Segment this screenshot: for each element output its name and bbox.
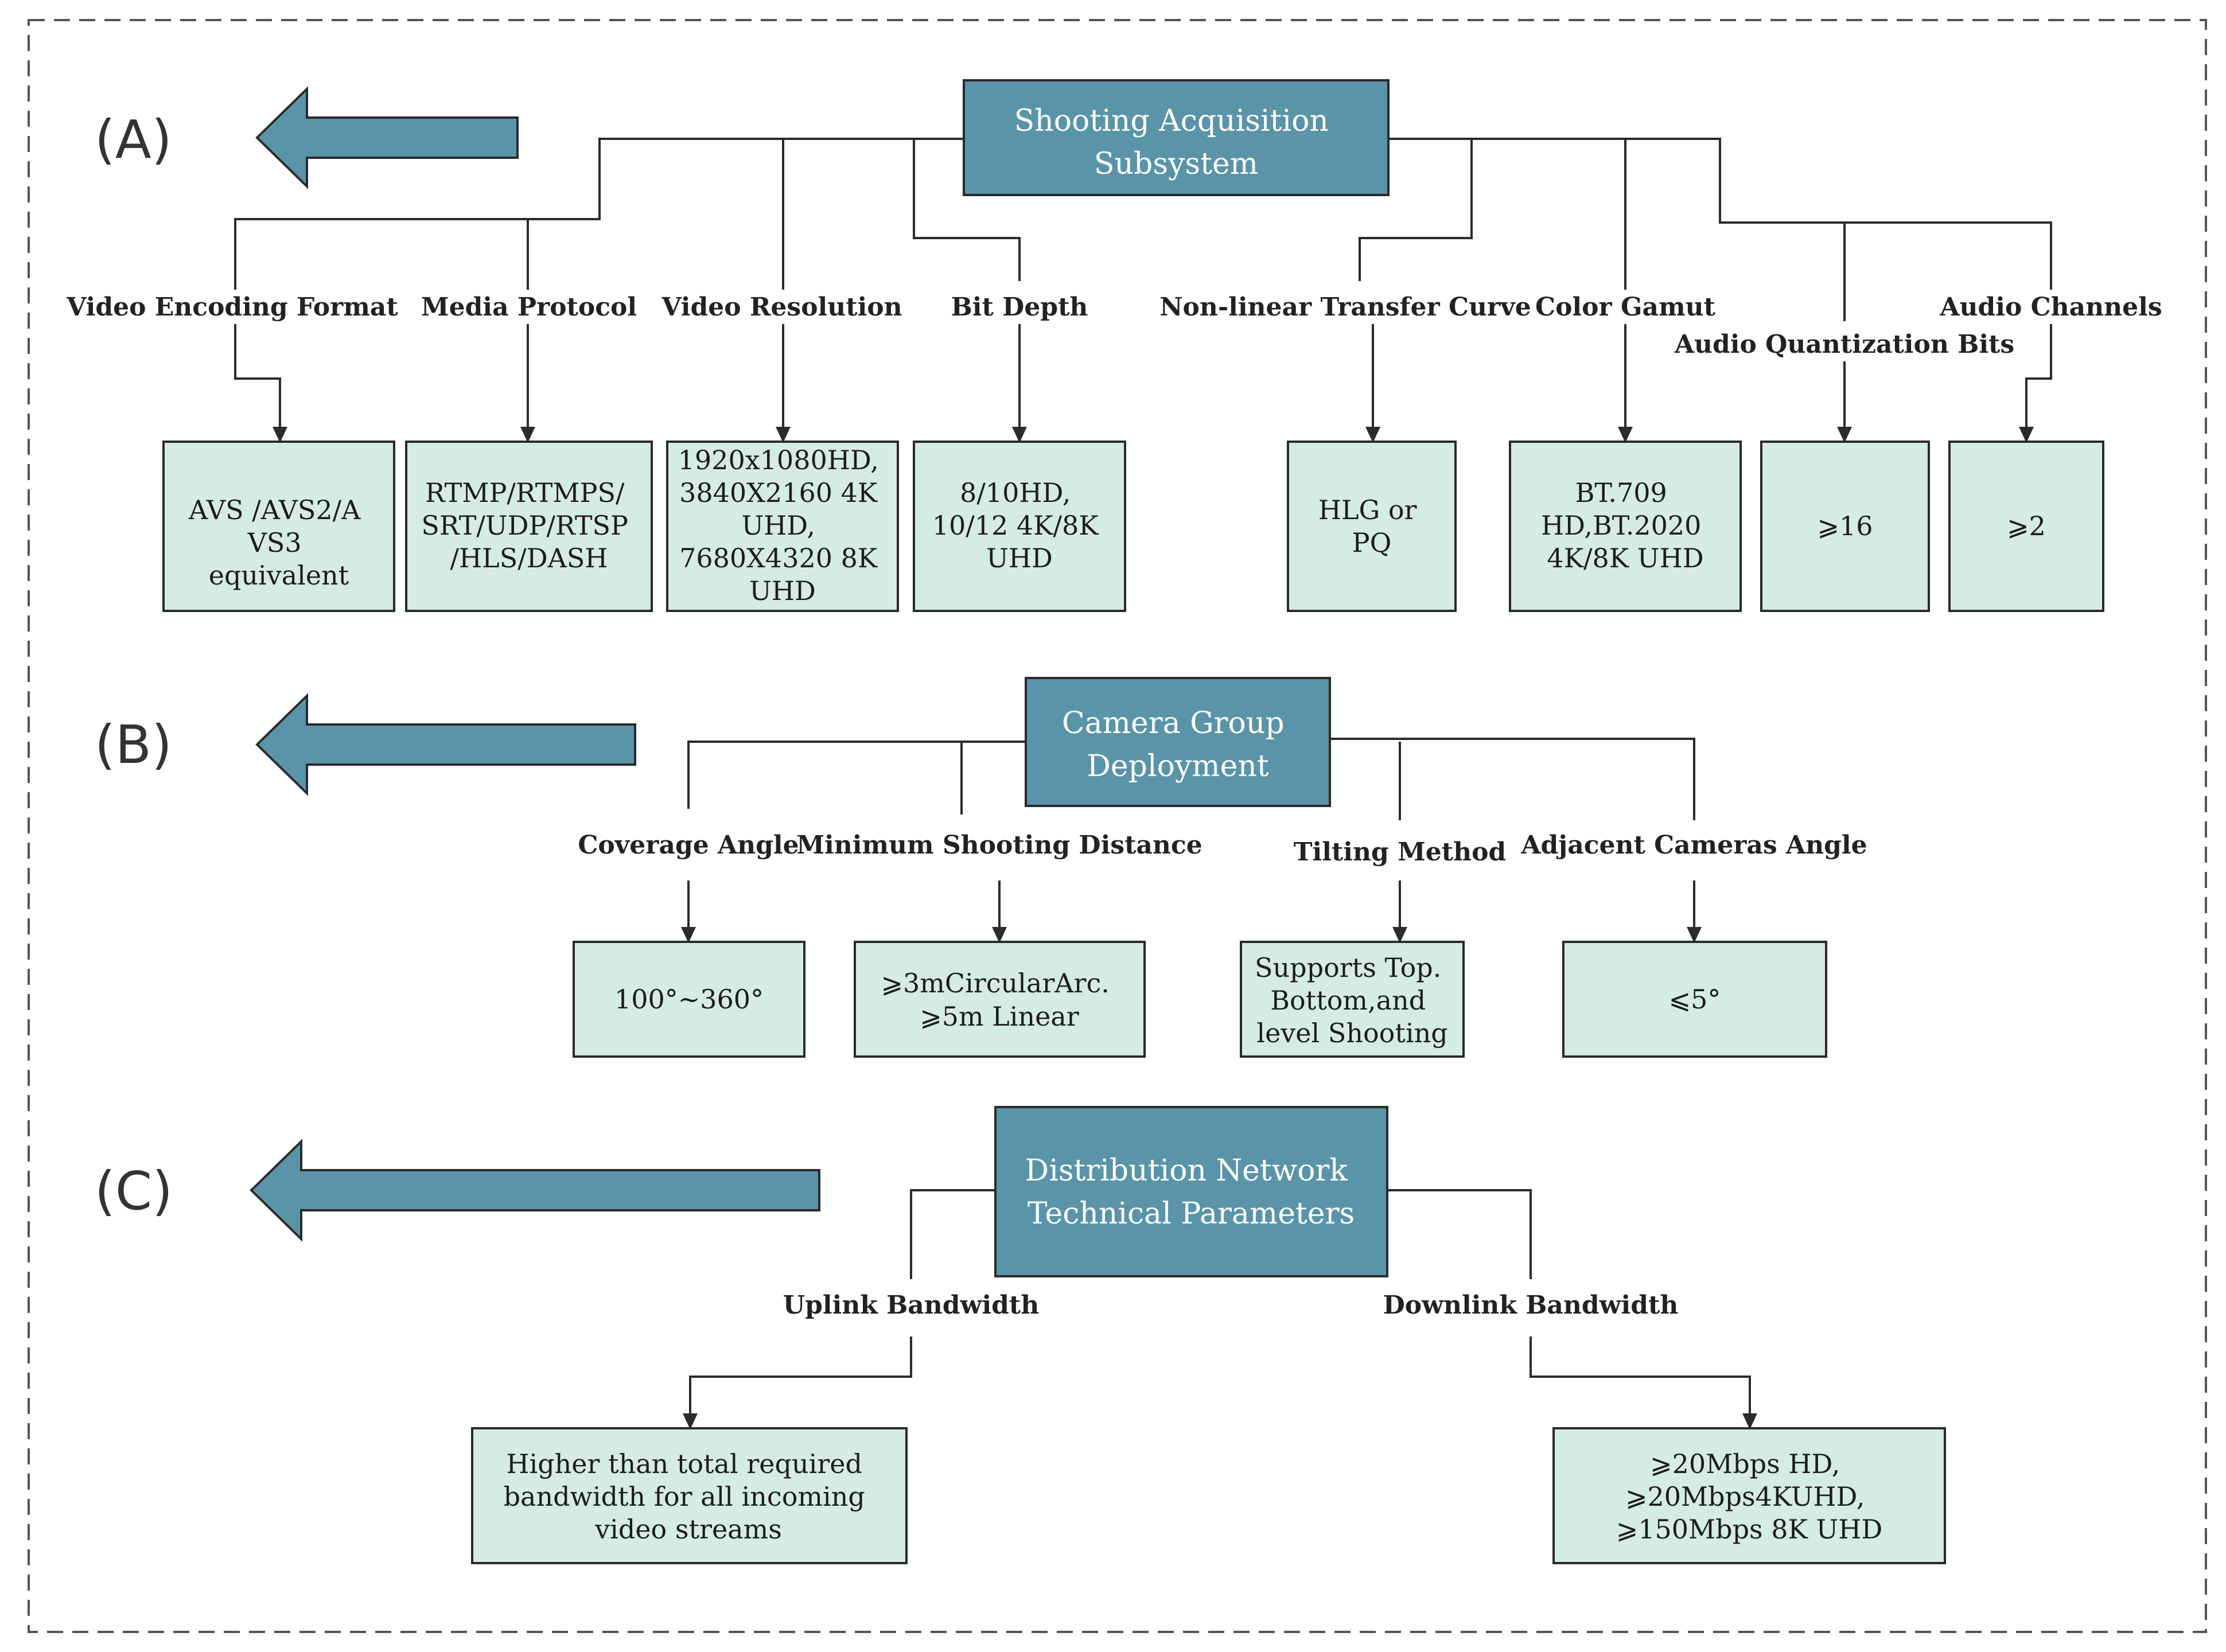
dashed-frame: [28, 19, 2207, 1633]
value-box: [1552, 1427, 1946, 1564]
value-box: [162, 441, 395, 612]
value-box: [1562, 941, 1827, 1058]
value-box: [854, 941, 1146, 1058]
section-b: (B) Camera Group Deployment Coverage Ang…: [95, 677, 1867, 1058]
section-c-label: (C): [95, 1160, 173, 1222]
connector: [687, 741, 1026, 809]
left-arrow-icon: [255, 86, 519, 189]
value-box: [471, 1427, 908, 1564]
adjacent-cameras-angle-value: ⩽5°: [1669, 984, 1721, 1015]
media-protocol-label: Media Protocol: [421, 293, 637, 322]
left-arrow-icon: [255, 693, 636, 796]
downlink-bandwidth-label: Downlink Bandwidth: [1383, 1291, 1679, 1320]
value-box: [1760, 441, 1930, 612]
video-encoding-format-label: Video Encoding Format: [66, 293, 398, 322]
connector: [1530, 1337, 1757, 1429]
value-box: [573, 941, 805, 1058]
camera-group-title: Camera Group Deployment: [1062, 706, 1294, 784]
uplink-bandwidth-value: Higher than total required bandwidth for…: [504, 1448, 874, 1545]
value-box: [405, 441, 653, 612]
section-a: (A) Shooting Acquisition Subsystem Video…: [66, 79, 2162, 612]
audio-channels-value: ⩾2: [2007, 511, 2046, 541]
section-b-label: (B): [95, 714, 172, 776]
minimum-shooting-distance-value: ⩾3mCircularArc. ⩾5m Linear: [881, 968, 1118, 1032]
shooting-acquisition-title: Shooting Acquisition Subsystem: [1014, 104, 1338, 181]
value-box: [1240, 941, 1465, 1058]
shooting-acquisition-head-box: [963, 79, 1390, 196]
connector: [910, 1189, 995, 1279]
distribution-network-title: Distribution Network Technical Parameter…: [1025, 1154, 1357, 1231]
connector: [913, 139, 1021, 281]
video-encoding-format-value: AVS /AVS2/A VS3 equivalent: [188, 494, 369, 591]
left-arrow-icon: [250, 1139, 820, 1242]
section-a-label: (A): [95, 109, 172, 170]
media-protocol-value: RTMP/RTMPS/ SRT/UDP/RTSP /HLS/DASH: [421, 477, 636, 574]
bit-depth-value: 8/10HD, 10/12 4K/8K UHD: [932, 477, 1107, 574]
connector: [2019, 324, 2052, 443]
value-box: [913, 441, 1126, 612]
color-gamut-value: BT.709 HD,BT.2020 4K/8K UHD: [1541, 477, 1710, 574]
coverage-angle-value: 100°~360°: [614, 984, 764, 1015]
connector: [683, 1337, 912, 1429]
downlink-bandwidth-value: ⩾20Mbps HD, ⩾20Mbps4KUHD, ⩾150Mbps 8K UH…: [1616, 1448, 1883, 1545]
tilting-method-value: Supports Top. Bottom,and level Shooting: [1255, 952, 1450, 1049]
connector: [1388, 138, 2052, 290]
tilting-method-label: Tilting Method: [1294, 837, 1506, 867]
transfer-curve-value: HLG or PQ: [1318, 494, 1425, 558]
section-c: (C) Distribution Network Technical Param…: [95, 1106, 1946, 1564]
audio-quantization-bits-label: Audio Quantization Bits: [1674, 330, 2014, 359]
connector: [234, 138, 964, 290]
value-box: [666, 441, 899, 612]
coverage-angle-label: Coverage Angle: [578, 831, 799, 860]
color-gamut-label: Color Gamut: [1535, 293, 1716, 322]
adjacent-cameras-angle-label: Adjacent Cameras Angle: [1520, 831, 1867, 860]
video-resolution-label: Video Resolution: [661, 293, 902, 322]
audio-channels-label: Audio Channels: [1939, 293, 2162, 322]
value-box: [1287, 441, 1457, 612]
connector: [234, 324, 287, 443]
video-resolution-value: 1920x1080HD, 3840X2160 4K UHD, 7680X4320…: [678, 445, 888, 606]
connector: [1387, 1189, 1532, 1279]
value-box: [1509, 441, 1742, 612]
audio-quantization-bits-value: ⩾16: [1817, 511, 1873, 541]
uplink-bandwidth-label: Uplink Bandwidth: [783, 1291, 1040, 1320]
bit-depth-label: Bit Depth: [951, 293, 1088, 322]
value-box: [1948, 441, 2104, 612]
camera-group-head-box: [1025, 677, 1331, 807]
minimum-shooting-distance-label: Minimum Shooting Distance: [796, 831, 1202, 860]
nonlinear-transfer-curve-label: Non-linear Transfer Curve: [1159, 293, 1531, 322]
connector: [1330, 738, 1695, 820]
distribution-network-head-box: [994, 1106, 1388, 1277]
